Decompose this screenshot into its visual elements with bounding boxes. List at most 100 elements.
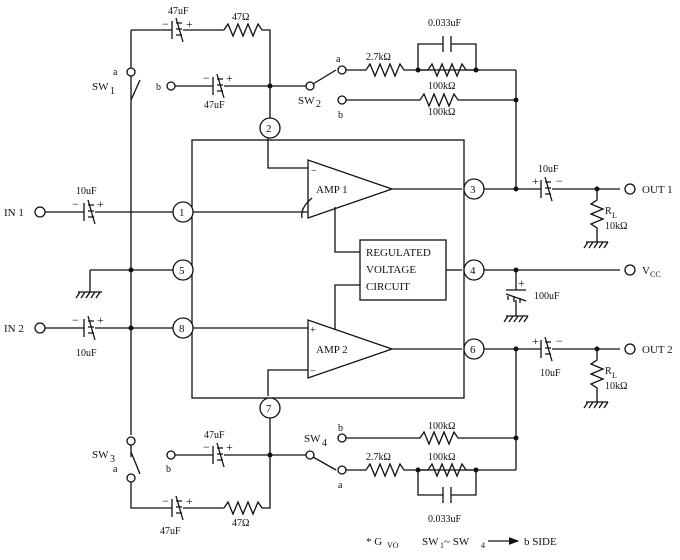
svg-text:100kΩ: 100kΩ (428, 452, 455, 463)
svg-text:SW: SW (92, 81, 109, 93)
svg-text:10uF: 10uF (76, 186, 97, 197)
pin-1: 1 (172, 201, 194, 223)
svg-text:10uF: 10uF (540, 368, 561, 379)
svg-text:10uF: 10uF (538, 164, 559, 175)
svg-text:+: + (97, 197, 104, 211)
vcc-label: V (642, 265, 650, 277)
regulator-block: REGULATED VOLTAGE CIRCUIT (359, 239, 447, 301)
svg-text:−: − (556, 334, 563, 348)
svg-text:SW: SW (304, 433, 321, 445)
svg-text:−: − (162, 494, 169, 508)
svg-text:47Ω: 47Ω (232, 518, 249, 529)
svg-text:100kΩ: 100kΩ (428, 107, 455, 118)
svg-text:+: + (226, 71, 233, 85)
svg-text:−: − (72, 197, 79, 211)
svg-text:1: 1 (440, 541, 444, 550)
svg-text:47uF: 47uF (168, 6, 189, 17)
footnote-gvo: * G (366, 536, 382, 548)
svg-text:0.033uF: 0.033uF (428, 18, 462, 29)
pin-2: 2 (259, 117, 281, 139)
out2-label: OUT 2 (642, 344, 673, 356)
svg-text:CC: CC (650, 270, 661, 279)
svg-text:10kΩ: 10kΩ (605, 221, 627, 232)
in1-label: IN 1 (4, 207, 24, 219)
svg-text:−: − (162, 17, 169, 31)
svg-text:0.033uF: 0.033uF (428, 514, 462, 525)
sw3-network: SW 3 a 47uF − + 47Ω b 47uF − + (92, 418, 273, 537)
amp1-minus: − (311, 166, 317, 177)
sw2-network: SW 2 a b 2.7kΩ 0.033uF 100kΩ 100kΩ (270, 18, 519, 189)
svg-text:+: + (518, 276, 525, 290)
svg-text:b: b (338, 110, 343, 121)
svg-text:5: 5 (179, 265, 185, 277)
svg-text:100uF: 100uF (534, 291, 560, 302)
svg-text:100kΩ: 100kΩ (428, 81, 455, 92)
svg-text:+: + (532, 334, 539, 348)
svg-text:1: 1 (179, 207, 185, 219)
left-bus (75, 105, 173, 435)
svg-text:3: 3 (110, 454, 115, 465)
svg-text:4: 4 (322, 438, 327, 449)
in2-path: IN 2 10uF − + (4, 313, 173, 359)
svg-text:47Ω: 47Ω (232, 12, 249, 23)
out1-label: OUT 1 (642, 184, 673, 196)
svg-text:3: 3 (470, 184, 476, 196)
svg-text:SW: SW (92, 449, 109, 461)
svg-text:2.7kΩ: 2.7kΩ (366, 452, 391, 463)
svg-text:8: 8 (179, 323, 185, 335)
in2-label: IN 2 (4, 323, 24, 335)
vcc-path: + 100uF V CC (484, 264, 661, 323)
amp1-block: AMP 1 − (301, 159, 394, 219)
regulator-line-2: VOLTAGE (366, 264, 416, 276)
svg-text:1: 1 (110, 86, 115, 97)
pin-7: 7 (259, 397, 281, 419)
svg-text:+: + (186, 17, 193, 31)
svg-text:+: + (186, 494, 193, 508)
svg-text:47uF: 47uF (204, 430, 225, 441)
regulator-line-3: CIRCUIT (366, 281, 410, 293)
svg-text:b: b (166, 464, 171, 475)
svg-text:10kΩ: 10kΩ (605, 381, 627, 392)
out1-path: 10uF + − R L 10kΩ OUT 1 (484, 164, 673, 249)
svg-text:SW: SW (298, 95, 315, 107)
ic-package-outline (191, 139, 465, 399)
svg-text:2: 2 (266, 123, 272, 135)
svg-text:−: − (556, 174, 563, 188)
sw4-network: SW 4 a b 100kΩ 2.7kΩ 100kΩ 0.033uF (270, 349, 519, 525)
pin-4: 4 (463, 259, 485, 281)
svg-text:100kΩ: 100kΩ (428, 421, 455, 432)
svg-text:b SIDE: b SIDE (524, 536, 557, 548)
svg-text:b: b (156, 82, 161, 93)
svg-text:L: L (612, 371, 617, 380)
amp1-label: AMP 1 (316, 184, 348, 196)
svg-text:R: R (605, 206, 612, 217)
amp2-plus: + (310, 325, 316, 336)
svg-text:VO: VO (387, 541, 399, 550)
regulator-line-1: REGULATED (366, 247, 431, 259)
svg-text:R: R (605, 366, 612, 377)
svg-text:47uF: 47uF (160, 526, 181, 537)
footnote: * G VO SW 1 ~ SW 4 b SIDE (366, 536, 557, 550)
svg-text:L: L (612, 211, 617, 220)
svg-text:+: + (97, 313, 104, 327)
amp2-minus: − (310, 366, 316, 377)
in1-path: IN 1 10uF − + (4, 186, 173, 225)
amp2-label: AMP 2 (316, 344, 348, 356)
svg-text:2: 2 (316, 99, 321, 110)
pin-6: 6 (463, 338, 485, 360)
svg-text:−: − (203, 440, 210, 454)
svg-text:SW: SW (422, 536, 439, 548)
svg-text:+: + (226, 440, 233, 454)
svg-text:6: 6 (470, 344, 476, 356)
svg-text:~ SW: ~ SW (444, 536, 470, 548)
pin-5: 5 (172, 259, 194, 281)
svg-text:+: + (532, 174, 539, 188)
svg-text:−: − (72, 313, 79, 327)
svg-text:−: − (203, 71, 210, 85)
pin-8: 8 (172, 317, 194, 339)
sw1-network: a SW 1 47uF − + 47Ω b 47uF − + (92, 6, 273, 118)
svg-text:7: 7 (266, 403, 272, 415)
svg-text:a: a (338, 480, 343, 491)
svg-text:a: a (336, 54, 341, 65)
